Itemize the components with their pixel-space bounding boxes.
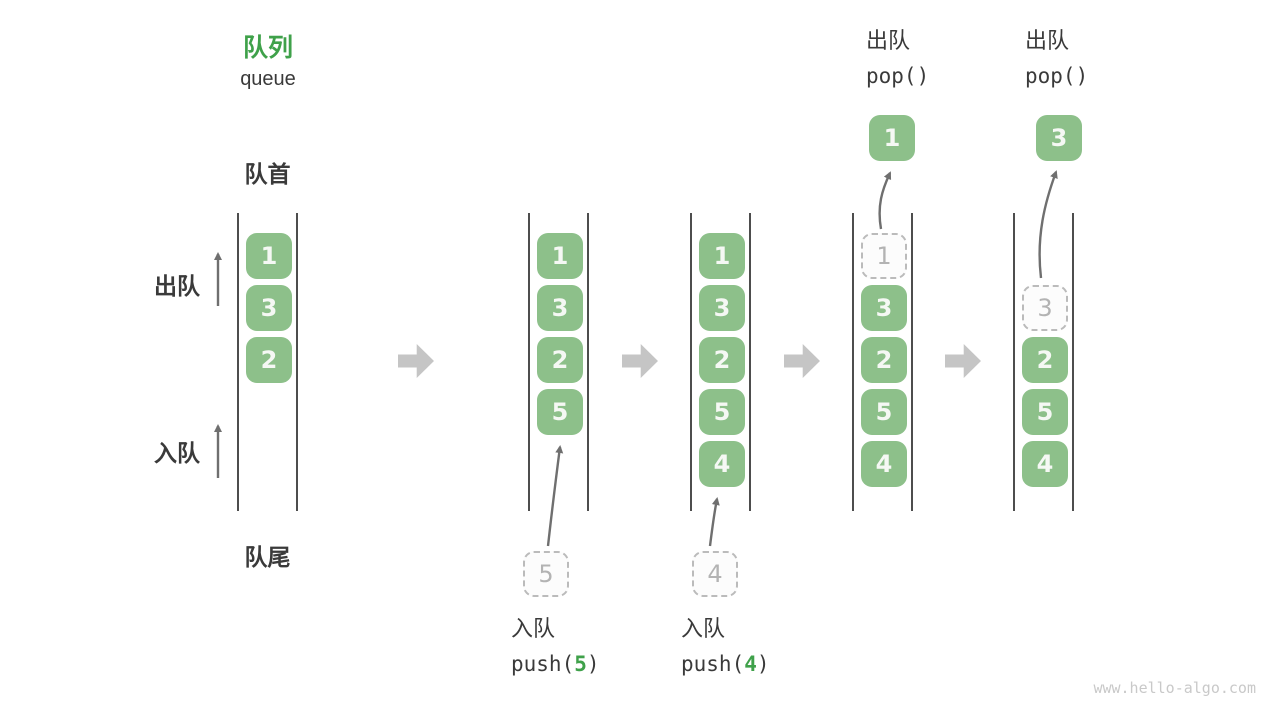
queue-item: 5: [1022, 389, 1068, 435]
pop-operation-1: 出队 pop(): [866, 28, 929, 88]
transition-arrow-icon: [622, 344, 658, 378]
watermark: www.hello-algo.com: [1093, 679, 1256, 697]
push-code: push(5): [511, 652, 600, 676]
label-dequeue-side: 出队: [154, 273, 200, 299]
diagram-title-en: queue: [240, 68, 296, 90]
queue-item-removed: 1: [861, 233, 907, 279]
push-arg: 5: [574, 652, 587, 677]
pop-operation-2: 出队 pop(): [1025, 28, 1088, 88]
transition-arrow-icon: [945, 344, 981, 378]
queue-state-4: 1 3 2 5 4: [852, 213, 913, 511]
label-enqueue-side: 入队: [154, 440, 200, 466]
queue-item: 5: [861, 389, 907, 435]
queue-item: 4: [1022, 441, 1068, 487]
diagram-title-zh: 队列: [242, 34, 293, 62]
queue-item: 2: [537, 337, 583, 383]
label-queue-front: 队首: [244, 161, 291, 187]
queue-state-2: 1 3 2 5: [528, 213, 589, 511]
queue-item: 3: [246, 285, 292, 331]
queue-item: 3: [537, 285, 583, 331]
push-code-open: push(: [681, 652, 745, 677]
staged-item-5: 5: [523, 551, 569, 597]
queue-item: 2: [861, 337, 907, 383]
transition-arrow-icon: [784, 344, 820, 378]
popped-item-1: 1: [869, 115, 915, 161]
queue-item: 1: [699, 233, 745, 279]
popped-item-3: 3: [1036, 115, 1082, 161]
staged-item-4: 4: [692, 551, 738, 597]
push-code-close: ): [586, 652, 600, 677]
push-code-open: push(: [511, 652, 575, 677]
queue-item: 4: [861, 441, 907, 487]
queue-item-removed: 3: [1022, 285, 1068, 331]
pop-code: pop(): [866, 64, 930, 89]
push-code: push(4): [681, 652, 770, 676]
queue-item: 1: [537, 233, 583, 279]
pop-code: pop(): [1025, 64, 1089, 89]
push-label-zh: 入队: [511, 616, 556, 641]
push-label-zh: 入队: [681, 616, 726, 641]
queue-item: 2: [699, 337, 745, 383]
queue-state-5: 3 2 5 4: [1013, 213, 1074, 511]
queue-item: 4: [699, 441, 745, 487]
pop-label-zh: 出队: [866, 28, 911, 53]
queue-item: 5: [699, 389, 745, 435]
queue-item: 3: [699, 285, 745, 331]
push-code-close: ): [756, 652, 770, 677]
queue-state-1: 1 3 2: [237, 213, 298, 511]
push-operation-5: 入队 push(5): [511, 616, 600, 676]
pop-label-zh: 出队: [1025, 28, 1070, 53]
queue-item: 3: [861, 285, 907, 331]
push-arg: 4: [744, 652, 757, 677]
queue-item: 1: [246, 233, 292, 279]
label-queue-rear: 队尾: [244, 544, 291, 570]
push-operation-4: 入队 push(4): [681, 616, 770, 676]
queue-state-3: 1 3 2 5 4: [690, 213, 751, 511]
queue-item: 2: [246, 337, 292, 383]
transition-arrow-icon: [398, 344, 434, 378]
queue-item: 2: [1022, 337, 1068, 383]
queue-item: 5: [537, 389, 583, 435]
